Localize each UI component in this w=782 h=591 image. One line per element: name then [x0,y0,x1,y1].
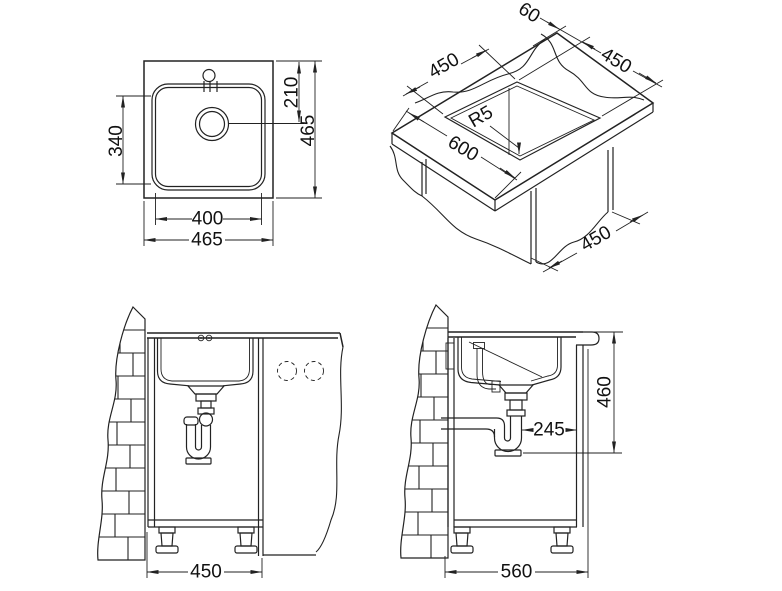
view-front-section: 450 [95,307,344,583]
dim-counter-depth: 600 [444,132,482,166]
drain-outer [194,106,230,142]
break-line-left [414,38,546,104]
iso-dimensions: 60 450 450 600 450 R5 [392,0,664,273]
dim-trap-offset: 245 [533,420,565,441]
side-trap [441,384,535,457]
dim-bowl-width: 400 [192,209,224,230]
sink-outline [143,60,274,199]
tap-mark [197,334,205,342]
dim-cabinet-side: 450 [577,222,615,256]
dim-overall-depth: 465 [298,115,319,147]
dim-cabinet-width: 450 [190,562,222,583]
front-sink-bowl [156,334,254,387]
dim-drain-height: 460 [595,376,616,408]
top-view-dimensions: 340 210 465 400 465 [106,60,322,251]
drain-inner [198,110,226,138]
tap-mark [205,334,213,342]
countertop [390,32,655,212]
dim-overall-width: 465 [191,230,223,251]
cutout-outer [443,81,602,161]
view-top: 340 210 465 400 465 [106,60,322,251]
tap-hole-ticks [203,81,218,92]
dim-drain-offset: 210 [282,77,303,109]
view-isometric: 60 450 450 600 450 R5 [389,0,664,273]
knockout-hole [277,361,297,381]
view-side-section: 460 245 560 [398,305,623,583]
dim-cabinet-depth: 560 [501,562,533,583]
dim-cutout-side-right: 450 [597,44,635,78]
knockout-hole [304,361,324,381]
faucet-hole [202,68,216,83]
waste-pipe [441,417,506,438]
dim-cutout-side-left: 450 [425,49,463,83]
dim-back-offset: 60 [514,0,543,28]
front-cabinet [147,332,344,556]
dim-bowl-depth: 340 [106,125,127,157]
front-dimensions: 450 [146,532,263,583]
side-dimensions: 460 245 560 [444,331,623,583]
side-sink-bowl [457,337,562,393]
iso-cabinet [389,145,614,265]
side-cabinet [445,331,600,528]
break-line-right [540,33,645,101]
overflow-pipe [476,348,496,390]
wall-rail [445,342,455,370]
front-trap [183,385,226,465]
overflow-inlet [473,342,485,349]
cutout-inner [450,85,596,157]
